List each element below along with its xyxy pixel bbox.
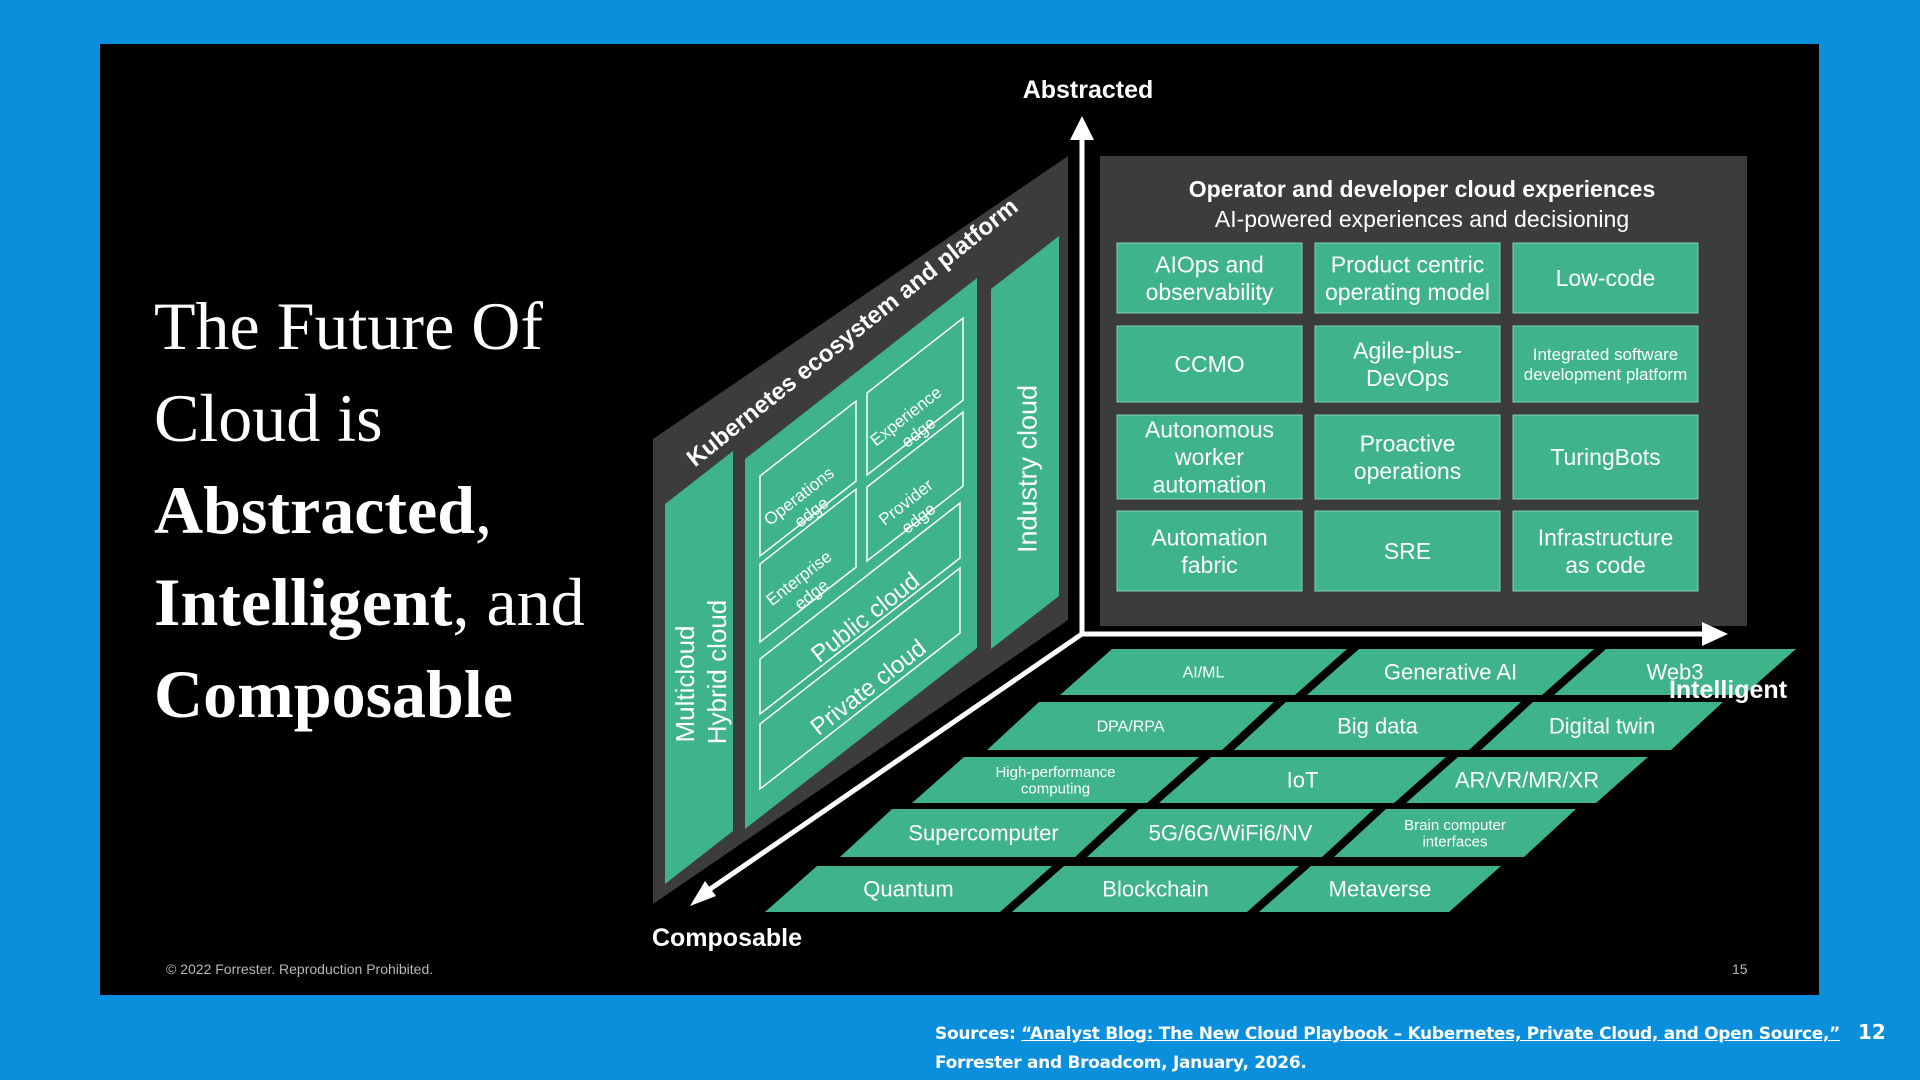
technology-tile <box>1234 702 1521 750</box>
technology-tile-label: Big data <box>1337 714 1418 739</box>
headline-line-1: The Future Of <box>154 288 544 364</box>
experience-tile <box>1116 325 1303 403</box>
technology-tile <box>1334 809 1576 857</box>
technology-tile <box>1012 866 1299 912</box>
multicloud-label: Multicloud <box>670 625 700 742</box>
experience-tile <box>1314 414 1501 500</box>
experience-tile-label: CCMO <box>1174 351 1244 377</box>
multicloud-band <box>665 451 733 884</box>
slide-frame: The Future Of Cloud is Abstracted, Intel… <box>100 44 1819 995</box>
headline-abstracted: Abstracted <box>154 472 476 548</box>
headline: The Future Of Cloud is Abstracted, Intel… <box>154 280 674 740</box>
technology-tile-label: AR/VR/MR/XR <box>1455 768 1599 793</box>
experience-tile <box>1314 242 1501 314</box>
technology-tile-label: 5G/6G/WiFi6/NV <box>1149 821 1313 846</box>
operations-edge-box <box>759 399 857 558</box>
experience-tile <box>1512 242 1699 314</box>
slide-number: 15 <box>1732 961 1748 977</box>
experience-tile <box>1512 414 1699 500</box>
provider-edge-box <box>866 410 964 563</box>
technology-tile <box>1481 702 1723 750</box>
industry-cloud-label: Industry cloud <box>1012 385 1042 553</box>
public-cloud-box <box>759 501 961 716</box>
experience-tile-label: Low-code <box>1556 265 1656 291</box>
technology-tile-label: Web3 <box>1646 660 1703 685</box>
experience-tile <box>1512 510 1699 592</box>
sources-link[interactable]: “Analyst Blog: The New Cloud Playbook – … <box>1021 1024 1841 1044</box>
experience-edge-box <box>866 316 964 477</box>
sources-line-2: Forrester and Broadcom, January, 2026. <box>935 1053 1307 1073</box>
technology-tile <box>1307 649 1594 695</box>
experience-tile-label: TuringBots <box>1550 444 1660 470</box>
technology-tile <box>987 702 1274 750</box>
technology-tile <box>1159 757 1446 803</box>
back-panel-subtitle: AI-powered experiences and decisioning <box>1215 206 1629 232</box>
technology-tile <box>1060 649 1347 695</box>
sources-note: Sources: “Analyst Blog: The New Cloud Pl… <box>935 1020 1840 1078</box>
depth-axis-line <box>698 631 1084 899</box>
experience-tile <box>1116 242 1303 314</box>
technology-tile-label: Quantum <box>863 877 954 902</box>
composable-axis-label: Composable <box>652 924 802 952</box>
experience-tile <box>1116 510 1303 592</box>
technology-tile <box>1087 809 1374 857</box>
back-panel-title: Operator and developer cloud experiences <box>1189 176 1656 202</box>
headline-and: , and <box>452 564 585 640</box>
technology-tile <box>1406 757 1648 803</box>
enterprise-edge-box <box>759 487 857 644</box>
technology-tile-label: Supercomputer <box>908 821 1058 846</box>
headline-composable: Composable <box>154 656 513 732</box>
technology-tile-label: DPA/RPA <box>1097 719 1165 736</box>
back-panel: Operator and developer cloud experiences… <box>1100 156 1747 626</box>
technology-tile-label: Generative AI <box>1384 660 1517 685</box>
experience-tile-label: Agile-plus-DevOps <box>1353 337 1462 391</box>
private-cloud-box <box>759 566 961 791</box>
technology-tile-label: Digital twin <box>1549 714 1655 739</box>
technology-tile <box>840 809 1127 857</box>
experience-tile <box>1314 325 1501 403</box>
technology-tile-label: IoT <box>1287 768 1319 793</box>
technology-tile <box>1554 649 1796 695</box>
headline-comma: , <box>475 472 493 548</box>
vertical-axis-arrowhead <box>1070 116 1094 140</box>
technology-tile-label: Blockchain <box>1102 877 1208 902</box>
industry-cloud-band <box>991 236 1059 649</box>
abstracted-axis-label: Abstracted <box>1023 76 1154 104</box>
experience-tile <box>1116 414 1303 500</box>
technology-tile <box>912 757 1199 803</box>
technology-tile <box>765 866 1052 912</box>
technology-tile-label: Metaverse <box>1329 877 1432 902</box>
intelligent-axis-label: Intelligent <box>1669 676 1788 704</box>
horizontal-axis-arrowhead <box>1702 622 1728 646</box>
experience-tile <box>1512 325 1699 403</box>
headline-line-2: Cloud is <box>154 380 383 456</box>
technology-tile <box>1259 866 1501 912</box>
hybrid-cloud-label: Hybrid cloud <box>702 600 732 745</box>
page-number: 12 <box>1858 1020 1886 1044</box>
sources-prefix: Sources: <box>935 1024 1022 1044</box>
copyright-text: © 2022 Forrester. Reproduction Prohibite… <box>166 961 434 977</box>
headline-intelligent: Intelligent <box>154 564 453 640</box>
experience-tile-label: SRE <box>1384 538 1431 564</box>
depth-axis-arrowhead <box>690 881 716 906</box>
experience-tile <box>1314 510 1501 592</box>
technology-tile-label: AI/ML <box>1183 665 1225 682</box>
